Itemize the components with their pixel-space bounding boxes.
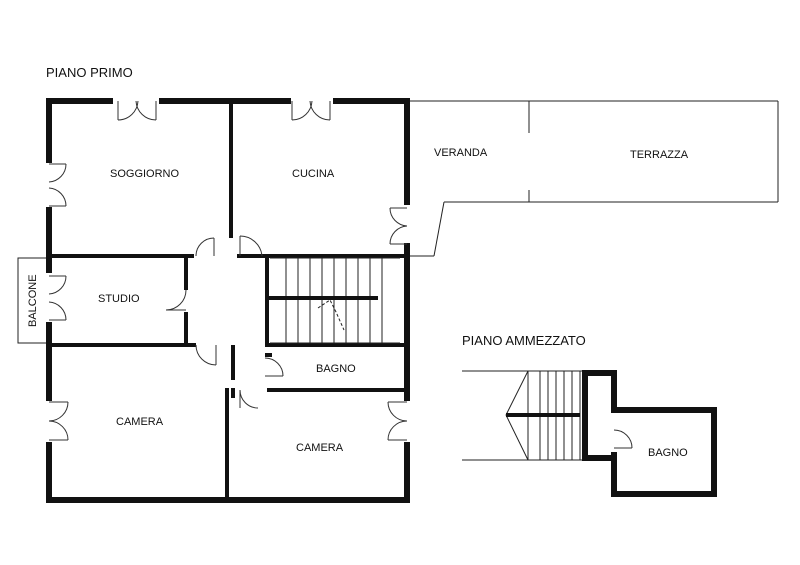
mezzanine-plan <box>462 370 717 497</box>
room-label-studio: STUDIO <box>98 293 140 305</box>
room-label-camera-right: CAMERA <box>296 442 344 454</box>
veranda-terrace-outline <box>410 100 779 257</box>
balcone-outline <box>17 257 46 344</box>
room-label-cucina: CUCINA <box>292 168 335 180</box>
title-piano-primo: PIANO PRIMO <box>46 65 133 80</box>
outer-walls <box>46 98 410 503</box>
interior-walls <box>52 101 404 500</box>
room-label-veranda: VERANDA <box>434 147 488 159</box>
room-label-bagno-mezzanine: BAGNO <box>648 447 688 459</box>
staircase <box>270 257 400 344</box>
door-symbols <box>48 100 408 441</box>
room-label-terrazza: TERRAZZA <box>630 149 689 161</box>
room-label-soggiorno: SOGGIORNO <box>110 168 180 180</box>
room-label-camera-left: CAMERA <box>116 416 164 428</box>
room-label-bagno: BAGNO <box>316 363 356 375</box>
title-piano-ammezzato: PIANO AMMEZZATO <box>462 333 586 348</box>
room-label-balcone: BALCONE <box>27 274 39 327</box>
